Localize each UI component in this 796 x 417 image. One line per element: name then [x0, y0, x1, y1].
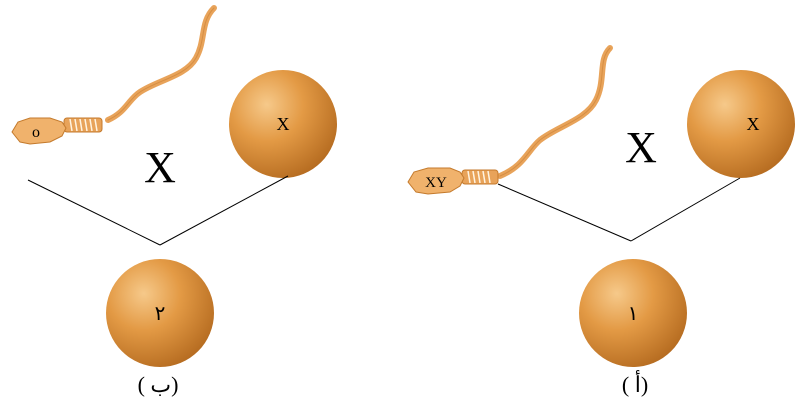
sperm-tail [500, 48, 610, 176]
sperm-midpiece [64, 118, 102, 132]
egg-sphere [687, 70, 795, 178]
sperm-midpiece [462, 170, 498, 184]
sperm-label: XY [425, 175, 447, 191]
cross-sign: X [625, 123, 657, 172]
egg-label: X [747, 114, 760, 134]
connector-left [498, 184, 631, 241]
egg-label: X [277, 114, 290, 134]
sperm-label: o [32, 124, 40, 141]
panel-caption: ( أ) [622, 369, 648, 397]
panel-b: o X X ٢ ( ب) [12, 8, 337, 397]
cross-sign: X [144, 143, 176, 192]
sperm-tail [108, 8, 214, 120]
connector-right [631, 178, 740, 241]
panel-a: XY X X ١ ( أ) [408, 48, 795, 397]
connector-right [160, 176, 288, 245]
zygote-label: ١ [628, 303, 639, 325]
panel-caption: ( ب) [138, 372, 179, 397]
connector-left [28, 180, 160, 245]
zygote-label: ٢ [155, 303, 166, 325]
